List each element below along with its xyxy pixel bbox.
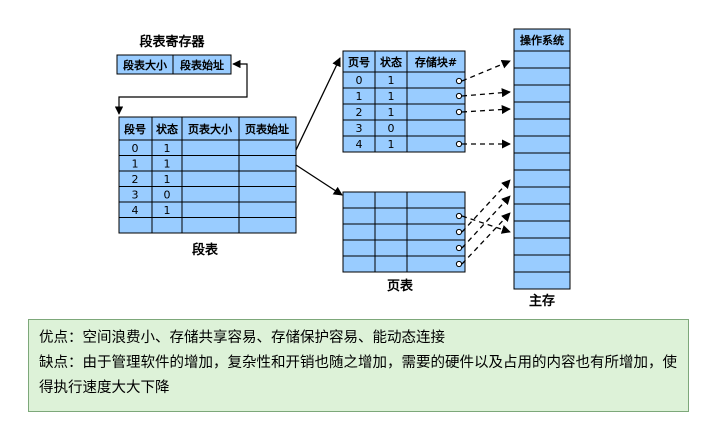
page-table-1-header-number: 页号 xyxy=(348,56,370,69)
page-1-row-0-status: 1 xyxy=(388,74,395,87)
page-table-2 xyxy=(342,191,466,273)
register-to-segment-table-arrow xyxy=(114,59,248,115)
page-1-row-2-status: 1 xyxy=(388,106,395,119)
segment-row-0-status: 1 xyxy=(164,142,171,155)
mapping-arrows xyxy=(461,59,511,265)
segment-row-1-status: 1 xyxy=(164,158,171,171)
pointer-dot xyxy=(455,77,463,85)
page-1-row-1-number: 1 xyxy=(356,90,363,103)
segment-table: 段号 状态 页表大小 页表始址 0 1 1 1 2 1 3 0 4 1 xyxy=(118,116,297,234)
segment-table-header-status: 状态 xyxy=(156,122,178,136)
cons-line: 缺点：由于管理软件的增加，复杂性和开销也随之增加，需要的硬件以及占用的内容也有所… xyxy=(39,351,678,401)
segment-row-2-status: 1 xyxy=(164,173,171,186)
segment-register-size: 段表大小 xyxy=(123,58,167,72)
page-1-row-3-number: 3 xyxy=(356,122,363,135)
segment-row-1-number: 1 xyxy=(132,158,139,171)
segment-row-3-number: 3 xyxy=(132,189,139,202)
page-1-row-0-number: 0 xyxy=(356,74,363,87)
pointer-dot xyxy=(455,212,463,220)
page-table-caption: 页表 xyxy=(387,278,414,294)
segment-row-3-status: 0 xyxy=(164,189,171,202)
pointer-dot xyxy=(455,108,463,116)
main-memory: 操作系统 xyxy=(513,28,571,290)
cons-text: 由于管理软件的增加，复杂性和开销也随之增加，需要的硬件以及占用的内容也有所增加，… xyxy=(39,355,677,396)
page-table-1-header-block: 存储块# xyxy=(415,55,457,69)
page-1-row-3-status: 0 xyxy=(388,122,395,135)
segment-row-4-number: 4 xyxy=(132,204,139,217)
pros-label: 优点： xyxy=(39,330,83,346)
main-memory-caption: 主存 xyxy=(529,293,555,309)
segment-register: 段表大小 段表始址 xyxy=(116,54,232,75)
pointer-dot xyxy=(455,244,463,252)
segment-row-4-status: 1 xyxy=(164,204,171,217)
segment-row-2-number: 2 xyxy=(132,173,139,186)
segment-table-caption: 段表 xyxy=(192,242,219,258)
cons-label: 缺点： xyxy=(39,355,83,371)
page-1-row-1-status: 1 xyxy=(388,90,395,103)
segment-register-title: 段表寄存器 xyxy=(139,34,205,50)
pointer-dot xyxy=(455,140,463,148)
segment-to-page-table-2-arrow xyxy=(295,164,343,196)
segment-to-page-table-1-arrow xyxy=(295,57,341,151)
page-table-1: 页号 状态 存储块# 0 1 1 1 2 1 3 0 4 1 xyxy=(342,50,466,153)
page-1-row-4-status: 1 xyxy=(388,138,395,151)
notes-panel: 优点：空间浪费小、存储共享容易、存储保护容易、能动态连接 缺点：由于管理软件的增… xyxy=(28,319,689,412)
segment-row-0-number: 0 xyxy=(132,142,139,155)
pointer-dot xyxy=(455,92,463,100)
page-1-row-4-number: 4 xyxy=(356,138,363,151)
main-memory-header: 操作系统 xyxy=(520,33,564,47)
pointer-dot xyxy=(455,260,463,268)
segment-register-base: 段表始址 xyxy=(180,58,224,72)
segment-table-header-page-table-base: 页表始址 xyxy=(245,122,289,136)
pros-text: 空间浪费小、存储共享容易、存储保护容易、能动态连接 xyxy=(82,330,446,346)
page-table-1-header-status: 状态 xyxy=(380,55,402,69)
pointer-dot xyxy=(455,228,463,236)
segment-table-header-page-table-size: 页表大小 xyxy=(188,122,232,136)
page-1-row-2-number: 2 xyxy=(356,106,363,119)
pros-line: 优点：空间浪费小、存储共享容易、存储保护容易、能动态连接 xyxy=(39,326,678,351)
segment-table-header-number: 段号 xyxy=(124,122,146,136)
